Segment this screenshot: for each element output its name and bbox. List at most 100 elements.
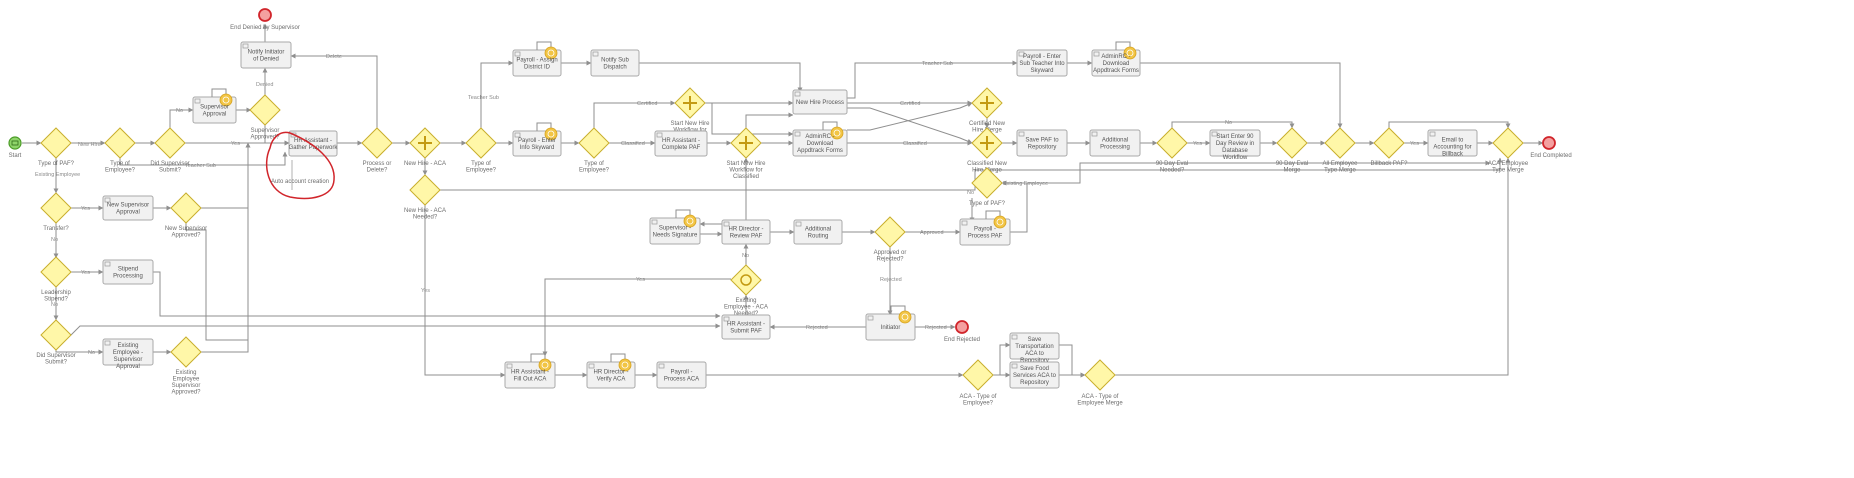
gateway-billback[interactable] — [1373, 127, 1405, 159]
task-sup-needs-signature[interactable]: Supervisor -Needs Signature — [649, 209, 701, 245]
task-hr-submit[interactable]: HR Assistant -Submit PAF — [721, 314, 771, 340]
gateway-aca-type-merge[interactable] — [1084, 359, 1116, 391]
task-type-icon — [1011, 363, 1018, 369]
gateway-process-delete[interactable] — [361, 127, 393, 159]
end-denied-label: End Denied by Supervisor — [230, 25, 300, 31]
gateway-type-employee3[interactable] — [578, 127, 610, 159]
annotation-text: Auto account creation — [271, 179, 329, 185]
flow-label-no-5: No — [88, 350, 95, 356]
gateway-90-day-merge[interactable] — [1276, 127, 1308, 159]
gateway-type-employee1[interactable] — [104, 127, 136, 159]
task-type-icon — [794, 91, 801, 97]
task-hr-fill-aca[interactable]: HR Assistant -Fill Out ACA — [504, 353, 556, 389]
gateway-existing-sup-approved[interactable] — [170, 336, 202, 368]
gateway-start-classified[interactable] — [730, 127, 762, 159]
gateway-did-sup-submit2[interactable] — [40, 319, 72, 351]
gateway-90-day-needed[interactable] — [1156, 127, 1188, 159]
gateway-new-sup-approved[interactable] — [170, 192, 202, 224]
gateway-new-hire-aca[interactable] — [409, 127, 441, 159]
gateway-type-paf[interactable] — [40, 127, 72, 159]
parallel-gateway-icon — [683, 96, 697, 110]
task-type-icon — [795, 221, 802, 227]
gateway-sup-approved[interactable] — [249, 94, 281, 126]
gateway-classified-merge[interactable] — [971, 127, 1003, 159]
loop-marker — [536, 41, 552, 50]
gateway-label: Transfer? — [43, 226, 69, 232]
task-type-icon — [588, 363, 595, 369]
gateway-new-hire-aca-needed[interactable] — [409, 174, 441, 206]
gateway-did-sup-submit1[interactable] — [154, 127, 186, 159]
task-payroll-process-paf[interactable]: Payroll -Process PAF — [959, 210, 1011, 246]
start-event[interactable] — [8, 136, 22, 150]
sequence-flows — [22, 23, 1544, 378]
gateway-type-employee2[interactable] — [465, 127, 497, 159]
gateway-aca-employee-merge[interactable] — [1492, 127, 1524, 159]
task-initiator[interactable]: Initiator — [865, 305, 916, 341]
flow-label-denied: Denied — [256, 82, 273, 88]
flow-label-new-hire: New Hire — [78, 142, 101, 148]
task-type-icon — [1018, 131, 1025, 137]
task-label: HR Assistant -Complete PAF — [662, 138, 701, 151]
flow-label-classified: Classified — [621, 141, 645, 147]
task-type-icon — [506, 363, 513, 369]
timer-icon — [898, 310, 912, 324]
gateway-certified-merge[interactable] — [971, 87, 1003, 119]
gateway-all-employee-merge[interactable] — [1324, 127, 1356, 159]
end-completed-label: End Completed — [1530, 153, 1571, 159]
task-hr-director-review[interactable]: HR Director -Review PAF — [721, 219, 771, 245]
task-hr-complete[interactable]: HR Assistant -Complete PAF — [654, 130, 708, 157]
loop-marker — [822, 121, 838, 130]
loop-marker — [536, 122, 552, 131]
task-type-icon — [651, 219, 658, 225]
task-hr-gather[interactable]: HR Assistant -Gather Paperwork — [288, 130, 339, 157]
task-type-icon — [514, 132, 521, 138]
task-label: Initiator — [881, 325, 901, 331]
flow-label-no-2: No — [1225, 120, 1232, 126]
task-hr-verify-aca[interactable]: HR Director -Verify ACA — [586, 353, 636, 389]
gateway-type-paf2[interactable] — [971, 167, 1003, 199]
gateway-start-certified[interactable] — [674, 87, 706, 119]
end-event-denied[interactable] — [258, 8, 272, 22]
gateway-aca-type-employee[interactable] — [962, 359, 994, 391]
gateway-existing-aca-needed[interactable] — [730, 264, 762, 296]
gateway-leadership[interactable] — [40, 256, 72, 288]
end-event-rejected[interactable] — [955, 320, 969, 334]
end-event-completed[interactable] — [1542, 136, 1556, 150]
task-new-hire-process[interactable]: New Hire Process — [792, 89, 848, 115]
task-payroll-process-aca[interactable]: Payroll -Process ACA — [656, 361, 707, 389]
gateway-transfer[interactable] — [40, 192, 72, 224]
gateway-approved-rejected[interactable] — [874, 216, 906, 248]
task-type-icon — [1211, 131, 1218, 137]
